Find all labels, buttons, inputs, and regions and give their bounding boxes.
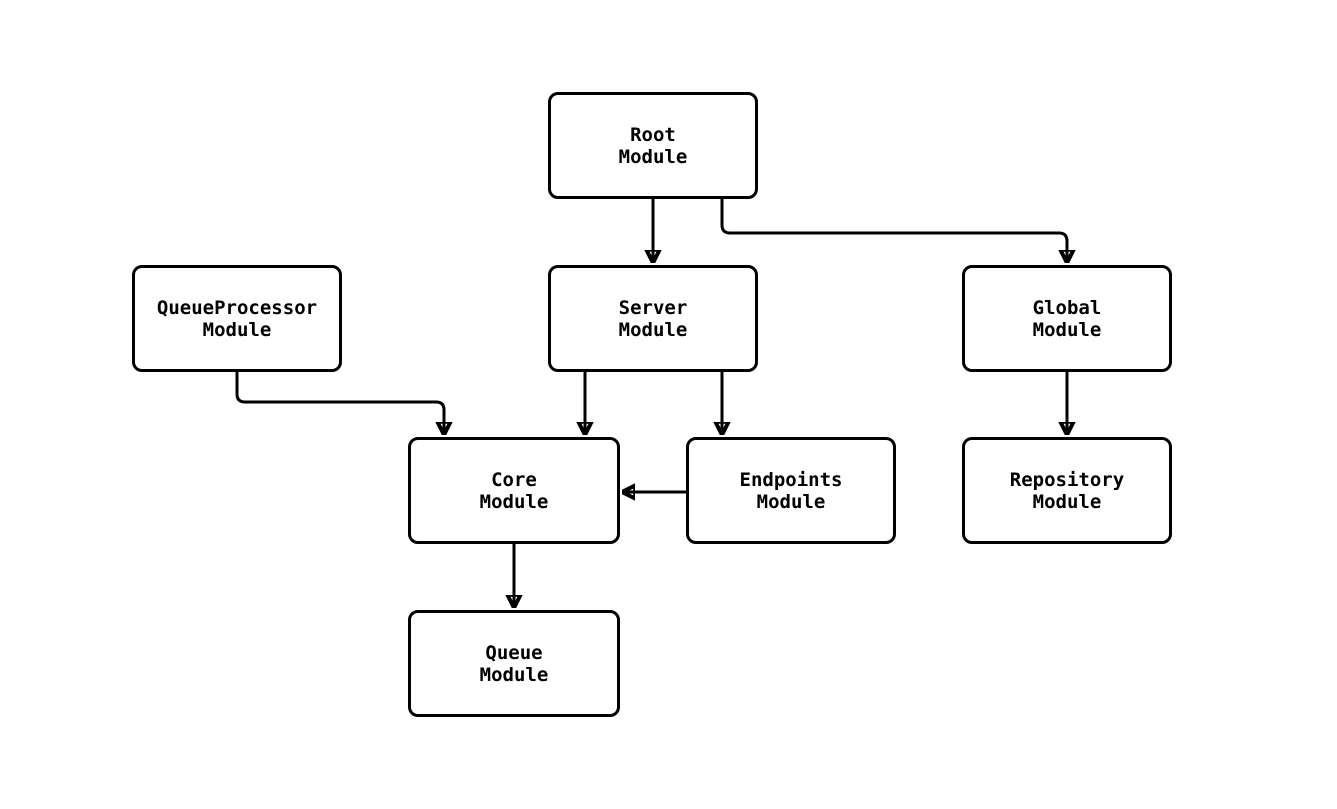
node-repository-module[interactable]: Repository Module xyxy=(962,437,1172,544)
node-global-module[interactable]: Global Module xyxy=(962,265,1172,372)
node-queueprocessor-module[interactable]: QueueProcessor Module xyxy=(132,265,342,372)
node-queue-module-label: Queue Module xyxy=(479,641,549,686)
node-global-module-label: Global Module xyxy=(1032,296,1102,341)
node-endpoints-module-label: Endpoints Module xyxy=(739,468,843,513)
node-root-module[interactable]: Root Module xyxy=(548,92,758,199)
edge-queueprocessor-core xyxy=(235,372,444,435)
edge-root-global xyxy=(720,199,1067,263)
node-server-module[interactable]: Server Module xyxy=(548,265,758,372)
node-core-module-label: Core Module xyxy=(479,468,549,513)
node-queueprocessor-module-label: QueueProcessor Module xyxy=(156,296,318,341)
node-root-module-label: Root Module xyxy=(618,123,688,168)
node-repository-module-label: Repository Module xyxy=(1009,468,1125,513)
node-endpoints-module[interactable]: Endpoints Module xyxy=(686,437,896,544)
node-core-module[interactable]: Core Module xyxy=(408,437,620,544)
node-queue-module[interactable]: Queue Module xyxy=(408,610,620,717)
node-server-module-label: Server Module xyxy=(618,296,688,341)
